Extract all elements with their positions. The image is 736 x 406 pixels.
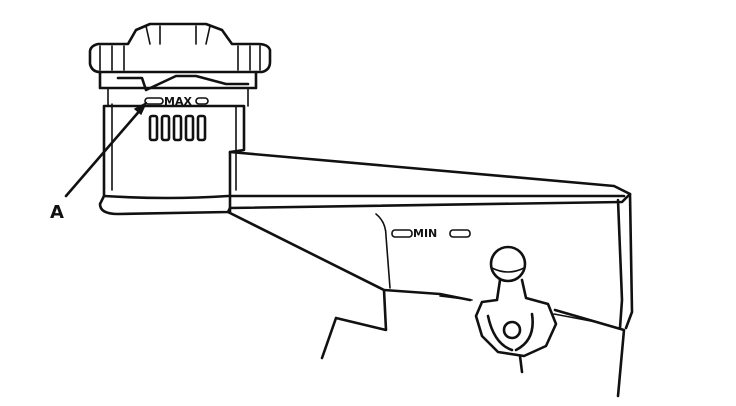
max-level-mark: MAX: [144, 95, 209, 108]
reservoir-body-icon: [98, 103, 634, 330]
svg-text:MAX: MAX: [164, 95, 192, 108]
leader-arrow: [64, 101, 148, 198]
callout-a: A: [50, 202, 64, 223]
reservoir-cap-icon: [88, 22, 272, 107]
min-level-mark: MIN: [391, 227, 471, 240]
svg-text:MIN: MIN: [413, 227, 437, 240]
mounting-bracket-icon: [226, 210, 626, 398]
